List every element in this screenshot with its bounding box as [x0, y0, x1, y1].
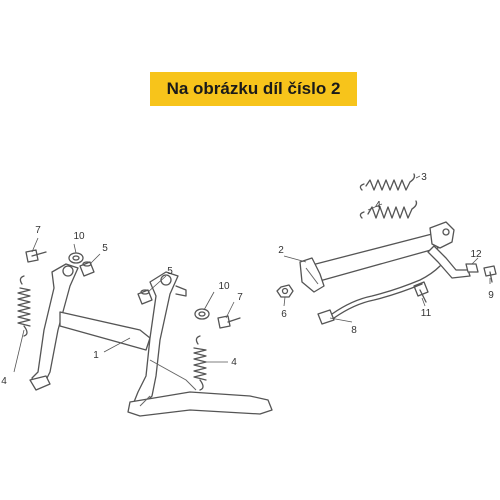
callout-5-right: 5 — [167, 266, 173, 277]
center-stand — [29, 263, 273, 417]
washer-right — [194, 308, 210, 320]
callout-4-bottom-left: 4 — [1, 376, 7, 387]
callout-11: 11 — [421, 308, 432, 319]
screw-9 — [483, 265, 497, 283]
part-number-banner: Na obrázku díl číslo 2 — [150, 72, 357, 106]
screw-12 — [465, 263, 479, 273]
sidestand-switch-cable — [317, 265, 441, 325]
callout-10-right: 10 — [218, 281, 230, 292]
nut — [276, 284, 294, 298]
sidestand-spring-4 — [359, 200, 418, 219]
callout-10-left: 10 — [73, 231, 85, 242]
bolt-right — [217, 315, 241, 329]
callout-7-left: 7 — [35, 225, 41, 236]
washer-left — [68, 252, 84, 264]
callout-1: 1 — [93, 350, 99, 361]
callout-4-center: 4 — [231, 357, 237, 368]
callout-7-right: 7 — [237, 292, 243, 303]
callout-6: 6 — [281, 309, 287, 320]
stand-spring-left — [17, 275, 31, 337]
stand-spring-right — [193, 335, 207, 391]
callout-5-left: 5 — [102, 243, 108, 254]
callout-8: 8 — [351, 325, 357, 336]
bushing-right — [137, 289, 153, 305]
callout-2: 2 — [278, 245, 284, 256]
callout-9: 9 — [488, 290, 494, 301]
leader-lines — [13, 175, 491, 373]
bolt-left — [25, 249, 47, 263]
side-stand — [299, 221, 471, 293]
callout-4-right: 4 — [375, 200, 381, 211]
bushing-left — [79, 261, 95, 277]
callout-12: 12 — [470, 249, 482, 260]
callout-3: 3 — [421, 172, 427, 183]
sidestand-spring-3 — [359, 173, 416, 191]
